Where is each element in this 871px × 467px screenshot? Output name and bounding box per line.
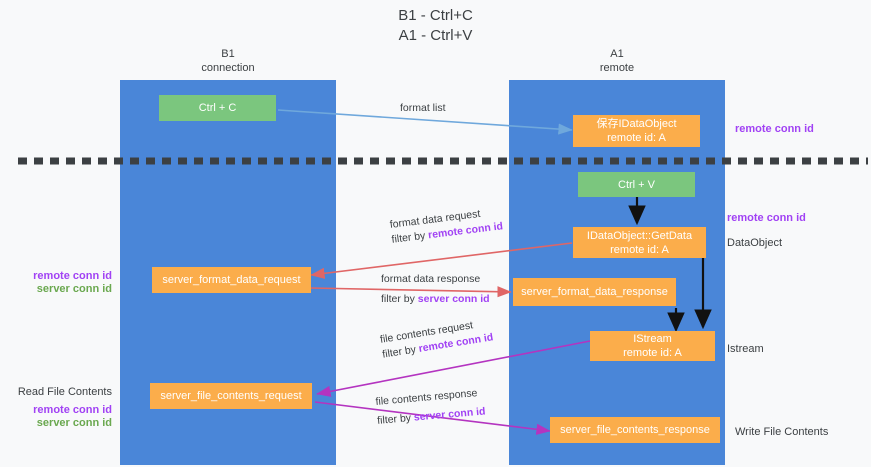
node-server-format-data-request[interactable]: server_format_data_request bbox=[152, 267, 311, 293]
label-left-remote-conn-id-bottom: remote conn id bbox=[33, 404, 112, 416]
edge-label-format-data-response-line2: filter by bbox=[381, 293, 418, 305]
label-left-read-file-contents: Read File Contents bbox=[17, 386, 112, 398]
edge-label-file-contents-response-line2: filter by bbox=[376, 411, 415, 427]
label-right-remote-conn-id-mid: remote conn id bbox=[727, 212, 806, 224]
edge-label-format-data-response-accent: server conn id bbox=[417, 293, 490, 305]
page-title: B1 - Ctrl+C A1 - Ctrl+V bbox=[398, 7, 473, 44]
edge-label-format-list-line1: format list bbox=[400, 102, 446, 114]
node-ctrl-c[interactable]: Ctrl + C bbox=[159, 95, 276, 121]
node-idataobject-getdata[interactable]: IDataObject::GetData remote id: A bbox=[573, 227, 706, 258]
label-left-server-conn-id-bottom: server conn id bbox=[36, 417, 112, 429]
node-server-file-contents-response[interactable]: server_file_contents_response bbox=[550, 417, 720, 443]
label-right-write-file-contents: Write File Contents bbox=[735, 426, 829, 438]
node-ctrl-v[interactable]: Ctrl + V bbox=[578, 172, 695, 197]
node-istream[interactable]: IStream remote id: A bbox=[590, 331, 715, 361]
edge-label-format-data-request-line2: filter by bbox=[390, 229, 429, 246]
node-server-format-data-response[interactable]: server_format_data_response bbox=[513, 278, 676, 306]
edge-label-format-data-response: format data response filter by server co… bbox=[381, 272, 490, 307]
lane-title-b1: B1 connection bbox=[201, 48, 255, 74]
node-server-file-contents-request[interactable]: server_file_contents_request bbox=[150, 383, 312, 409]
edge-label-file-contents-response: file contents response filter by server … bbox=[375, 386, 486, 429]
edge-label-format-list: format list bbox=[400, 101, 446, 116]
label-right-dataobject: DataObject bbox=[727, 237, 783, 249]
edge-label-format-data-response-line1: format data response bbox=[381, 273, 481, 285]
label-left-server-conn-id-mid: server conn id bbox=[36, 283, 112, 295]
node-idataobject[interactable]: 保存IDataObject remote id: A bbox=[573, 115, 700, 147]
edge-label-format-data-request: format data request filter by remote con… bbox=[389, 204, 504, 247]
label-right-istream: Istream bbox=[727, 343, 764, 355]
label-left-remote-conn-id-mid: remote conn id bbox=[33, 270, 112, 282]
lane-title-a1: A1 remote bbox=[599, 48, 635, 74]
edge-label-file-contents-request: file contents request filter by remote c… bbox=[379, 315, 494, 362]
edge-label-file-contents-response-accent: server conn id bbox=[413, 405, 486, 424]
label-right-remote-conn-id-top: remote conn id bbox=[735, 123, 814, 135]
